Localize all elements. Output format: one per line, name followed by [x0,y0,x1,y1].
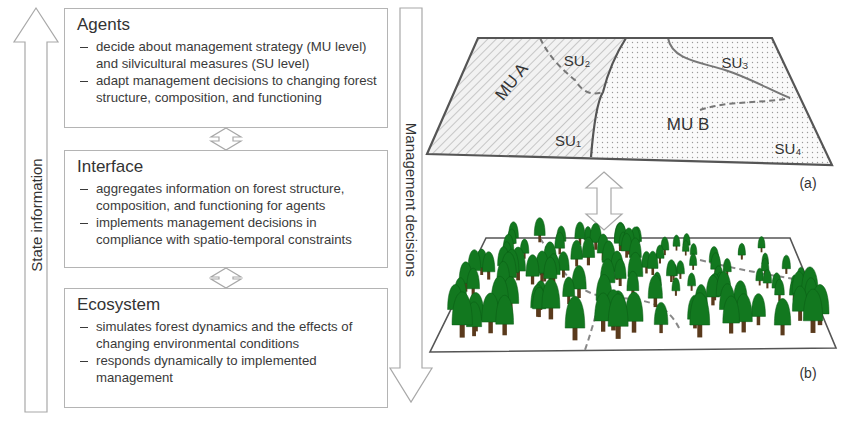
double-block-arrow [211,128,241,150]
bullet-text: aggregates information on forest structu… [77,180,377,214]
panel-label: (a) [799,175,816,191]
unit-label: SU₁ [555,132,581,149]
map-a [427,38,832,165]
bullet-dash [80,361,88,362]
bullet-text: decide about management strategy (MU lev… [77,38,377,72]
bullet-text: implements management decisions in compl… [77,214,377,248]
interface-box: Interface aggregates information on fores… [64,150,388,268]
double-block-arrow [211,268,241,288]
bullet-dash [80,223,88,224]
ecosystem-box: Ecosystem simulates forest dynamics and t… [64,288,388,408]
bullet-dash [80,327,88,328]
axis-label: State information [28,156,45,273]
bullet-dash [80,81,88,82]
agents-box: Agents decide about management strategy (… [64,8,388,128]
box-heading: Agents [77,15,377,35]
panel-label: (b) [799,365,816,381]
unit-label: SU₃ [722,54,749,71]
axis-label: Management decisions [403,121,420,279]
state-arrow [14,8,58,412]
link-arrow [586,172,622,230]
unit-label: MU B [667,115,710,135]
bullet-dash [80,47,88,48]
bullet-text: responds dynamically to implemented mana… [77,352,377,386]
decision-arrow [390,8,432,402]
box-heading: Interface [77,157,377,177]
bullet-text: adapt management decisions to changing f… [77,72,377,106]
bullet-dash [80,189,88,190]
forest-b [430,218,836,352]
box-heading: Ecosystem [77,295,377,315]
bullet-text: simulates forest dynamics and the effect… [77,318,377,352]
unit-label: SU₂ [564,52,591,69]
unit-label: SU₄ [775,140,802,157]
